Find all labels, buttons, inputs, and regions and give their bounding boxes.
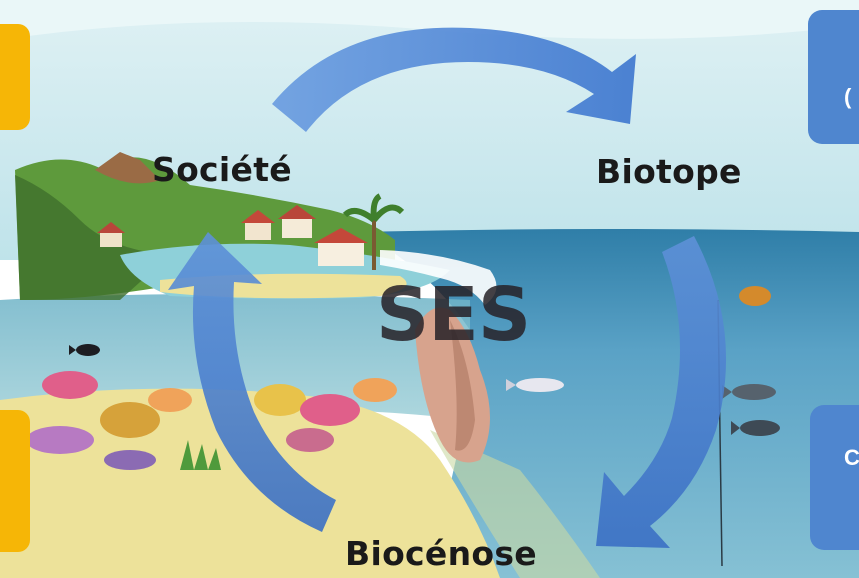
side-box-bottom-right-text: C [844, 445, 859, 471]
side-box-top-right-text: ( [844, 84, 851, 110]
node-label-biocenose: Biocénose [345, 534, 537, 573]
node-label-biotope: Biotope [596, 152, 742, 191]
side-box-bottom-left [0, 410, 30, 552]
side-box-top-left [0, 24, 30, 130]
node-label-societe: Société [152, 150, 292, 189]
side-box-bottom-right: C [810, 405, 859, 550]
side-box-top-right: ( [808, 10, 859, 144]
center-label-ses: SES [376, 272, 530, 358]
